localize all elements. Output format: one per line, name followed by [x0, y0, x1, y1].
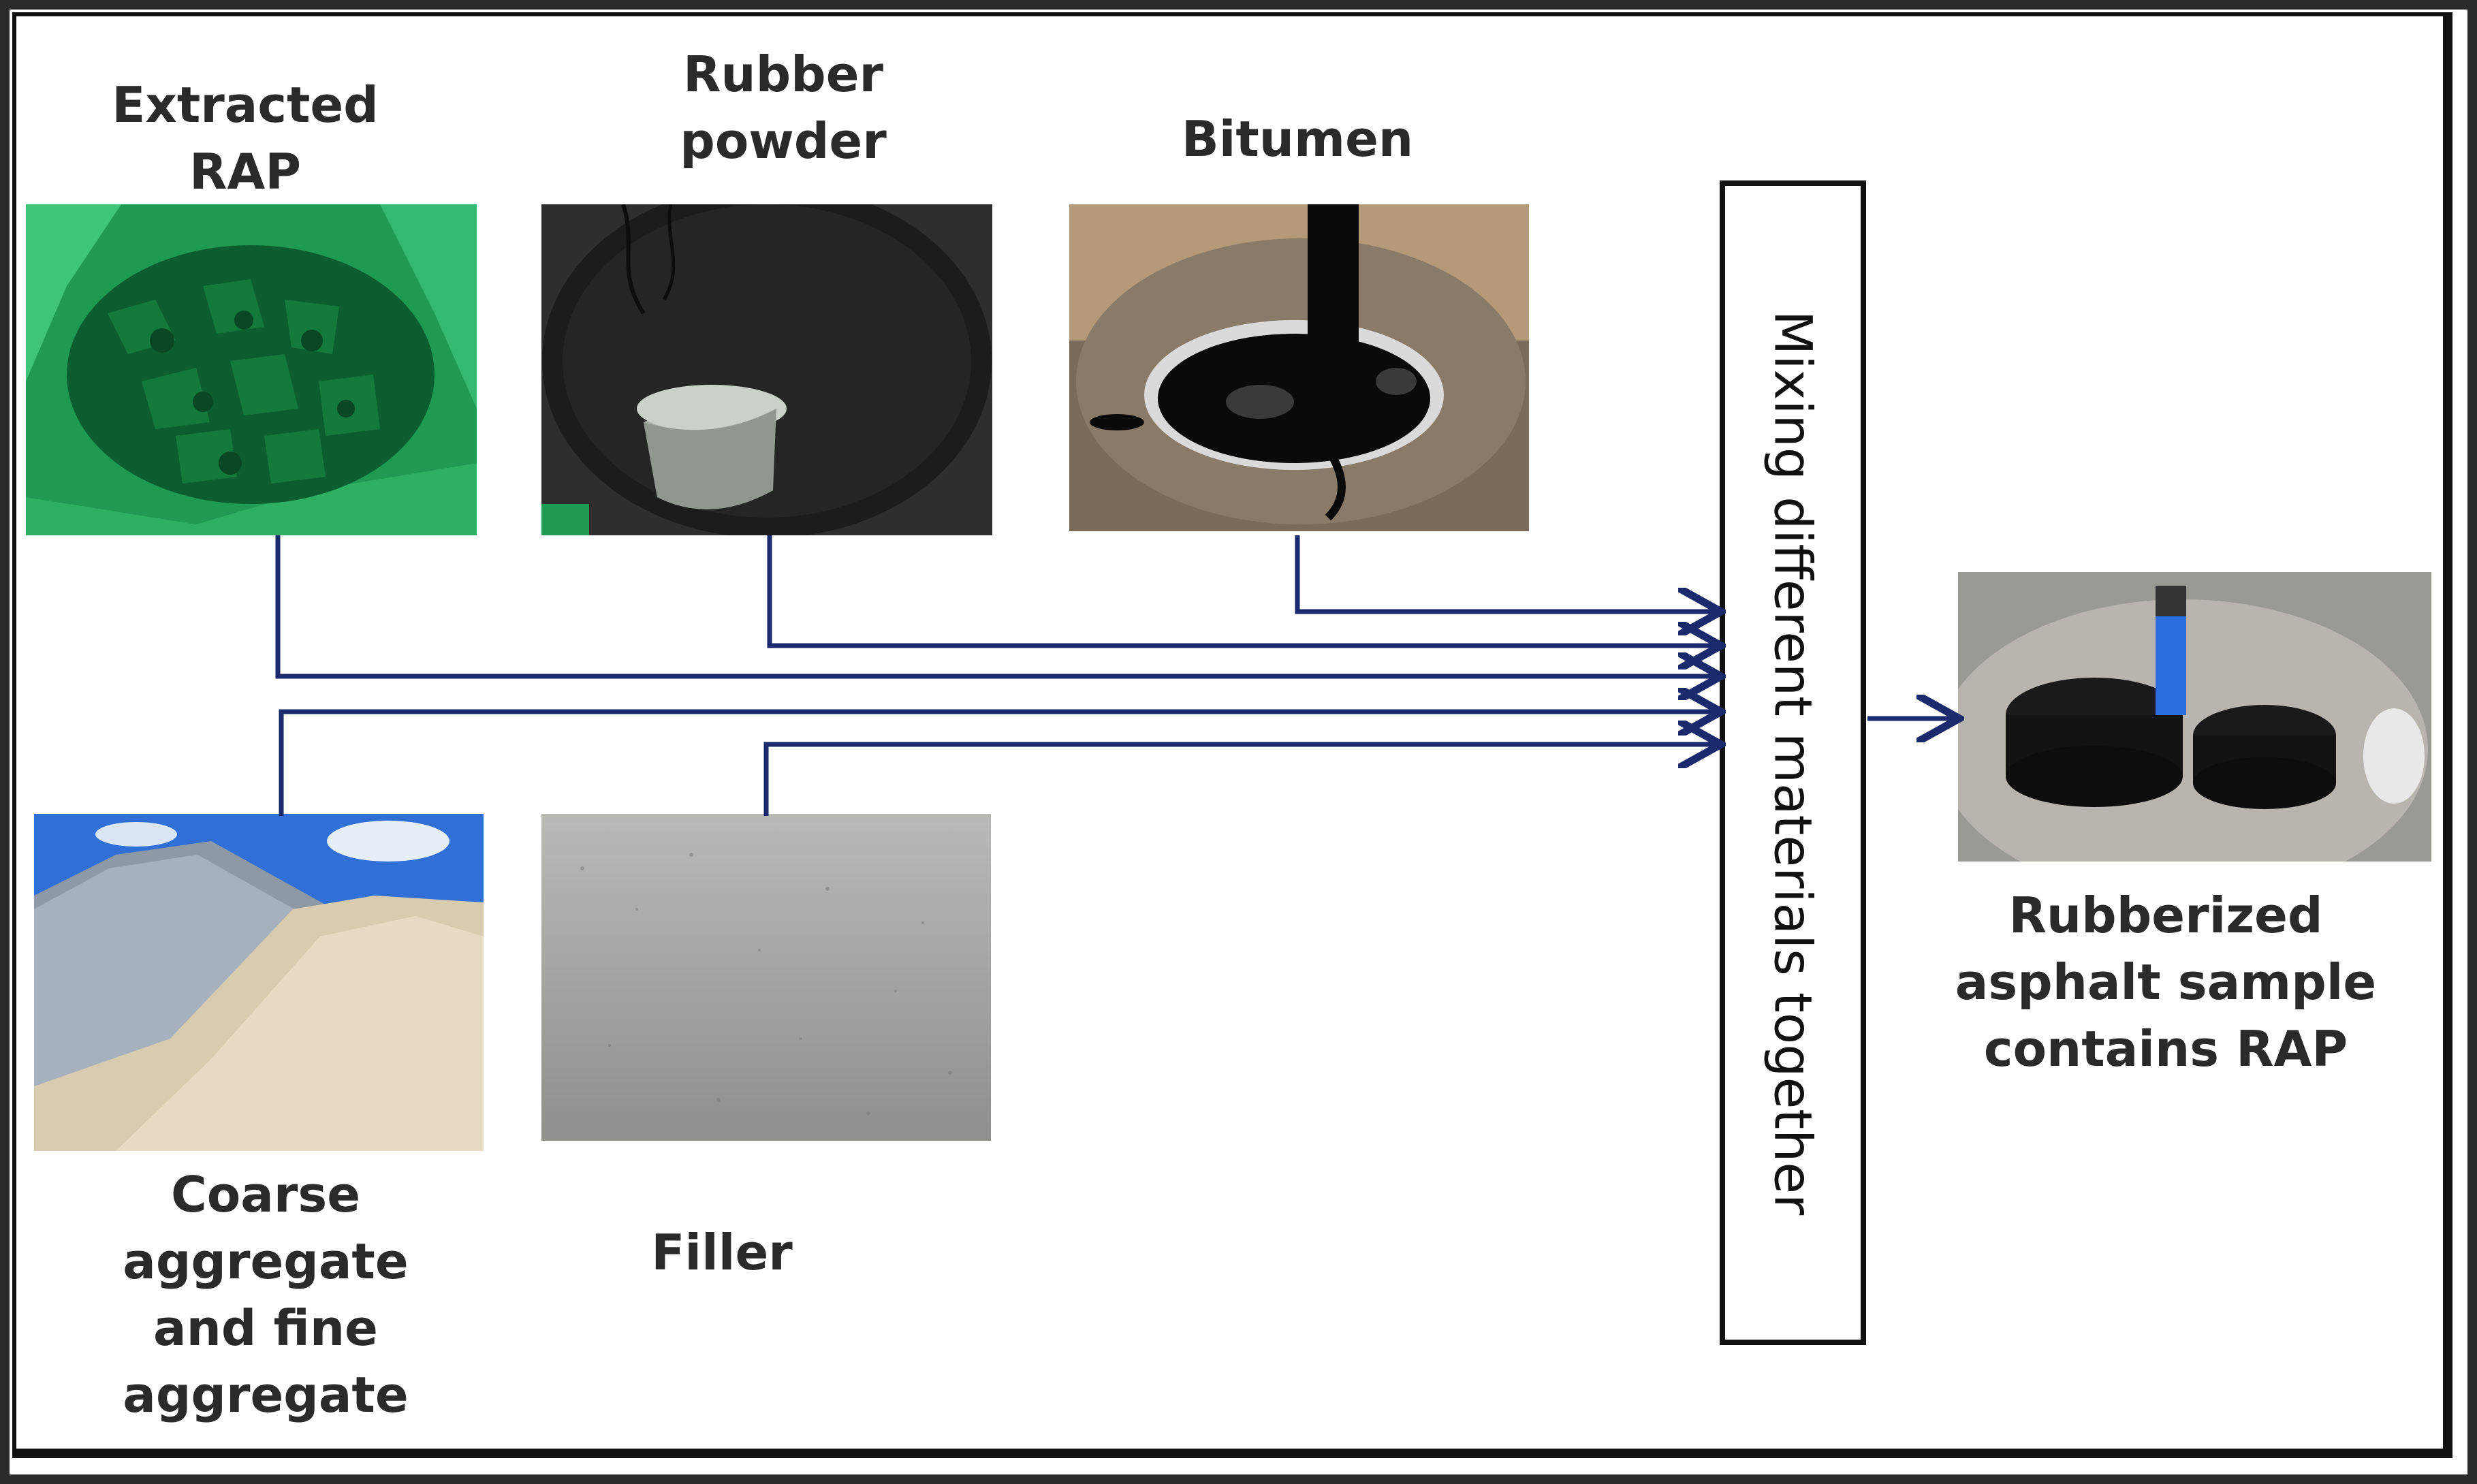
label-coarse-fine-aggregate: Coarse aggregate and fine aggregate	[123, 1166, 409, 1423]
photo-bitumen	[1069, 204, 1529, 531]
photo-rubberized-asphalt-sample	[1958, 572, 2431, 862]
label-rubberized-asphalt: Rubberized asphalt sample contains RAP	[1955, 887, 2377, 1077]
inner-frame	[12, 12, 2452, 1458]
photo-coarse-fine-aggregate	[34, 814, 484, 1151]
photo-extracted-rap	[26, 204, 477, 535]
mixing-label: Mixing different materials together	[1763, 310, 1823, 1216]
label-bitumen: Bitumen	[1181, 110, 1414, 168]
label-filler: Filler	[651, 1224, 793, 1281]
label-rubber-powder: Rubber powder	[680, 46, 887, 170]
label-extracted-rap: Extracted RAP	[112, 76, 379, 200]
photo-rubber-powder	[541, 204, 992, 535]
photo-filler	[541, 814, 991, 1141]
mixing-box: Mixing different materials together	[1720, 180, 1866, 1345]
